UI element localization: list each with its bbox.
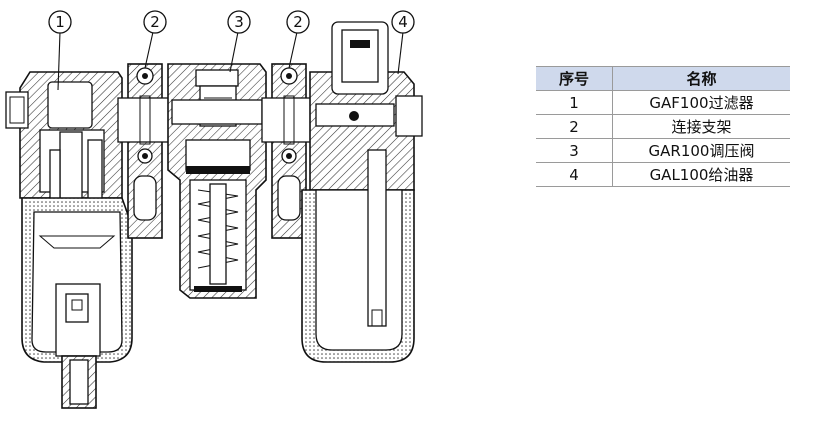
row-number: 4 [536,162,613,187]
callout-3-label: 3 [234,13,244,31]
filter-unit [5,71,133,409]
callout-2a: 2 [143,10,167,34]
parts-table-header-row: 序号 名称 [536,66,790,91]
callout-leaders [57,31,404,91]
assembly-section-drawing: 1 2 3 2 4 [5,10,423,409]
row-number: 2 [536,114,613,139]
row-name: 连接支架 [612,114,790,139]
table-row: 1 GAF100过滤器 [536,90,790,115]
row-number: 3 [536,138,613,163]
callout-2b: 2 [286,10,310,34]
table-row: 4 GAL100给油器 [536,162,790,187]
row-number: 1 [536,90,613,115]
table-row: 2 连接支架 [536,114,790,139]
connecting-bracket-right [261,63,315,239]
header-number: 序号 [536,66,613,91]
connecting-bracket-left [117,63,171,239]
callout-2b-label: 2 [293,13,303,31]
lubricator-unit [301,21,423,363]
row-name: GAR100调压阀 [612,138,790,163]
callout-1-label: 1 [55,13,65,31]
callout-4-label: 4 [398,13,408,31]
table-row: 3 GAR100调压阀 [536,138,790,163]
regulator-unit [167,63,267,299]
callout-1: 1 [48,10,72,34]
parts-table: 序号 名称 1 GAF100过滤器 2 连接支架 3 GAR100调压阀 4 G… [536,66,790,187]
callout-2a-label: 2 [150,13,160,31]
header-name: 名称 [612,66,790,91]
row-name: GAL100给油器 [612,162,790,187]
callout-3: 3 [227,10,251,34]
row-name: GAF100过滤器 [612,90,790,115]
callout-4: 4 [391,10,415,34]
